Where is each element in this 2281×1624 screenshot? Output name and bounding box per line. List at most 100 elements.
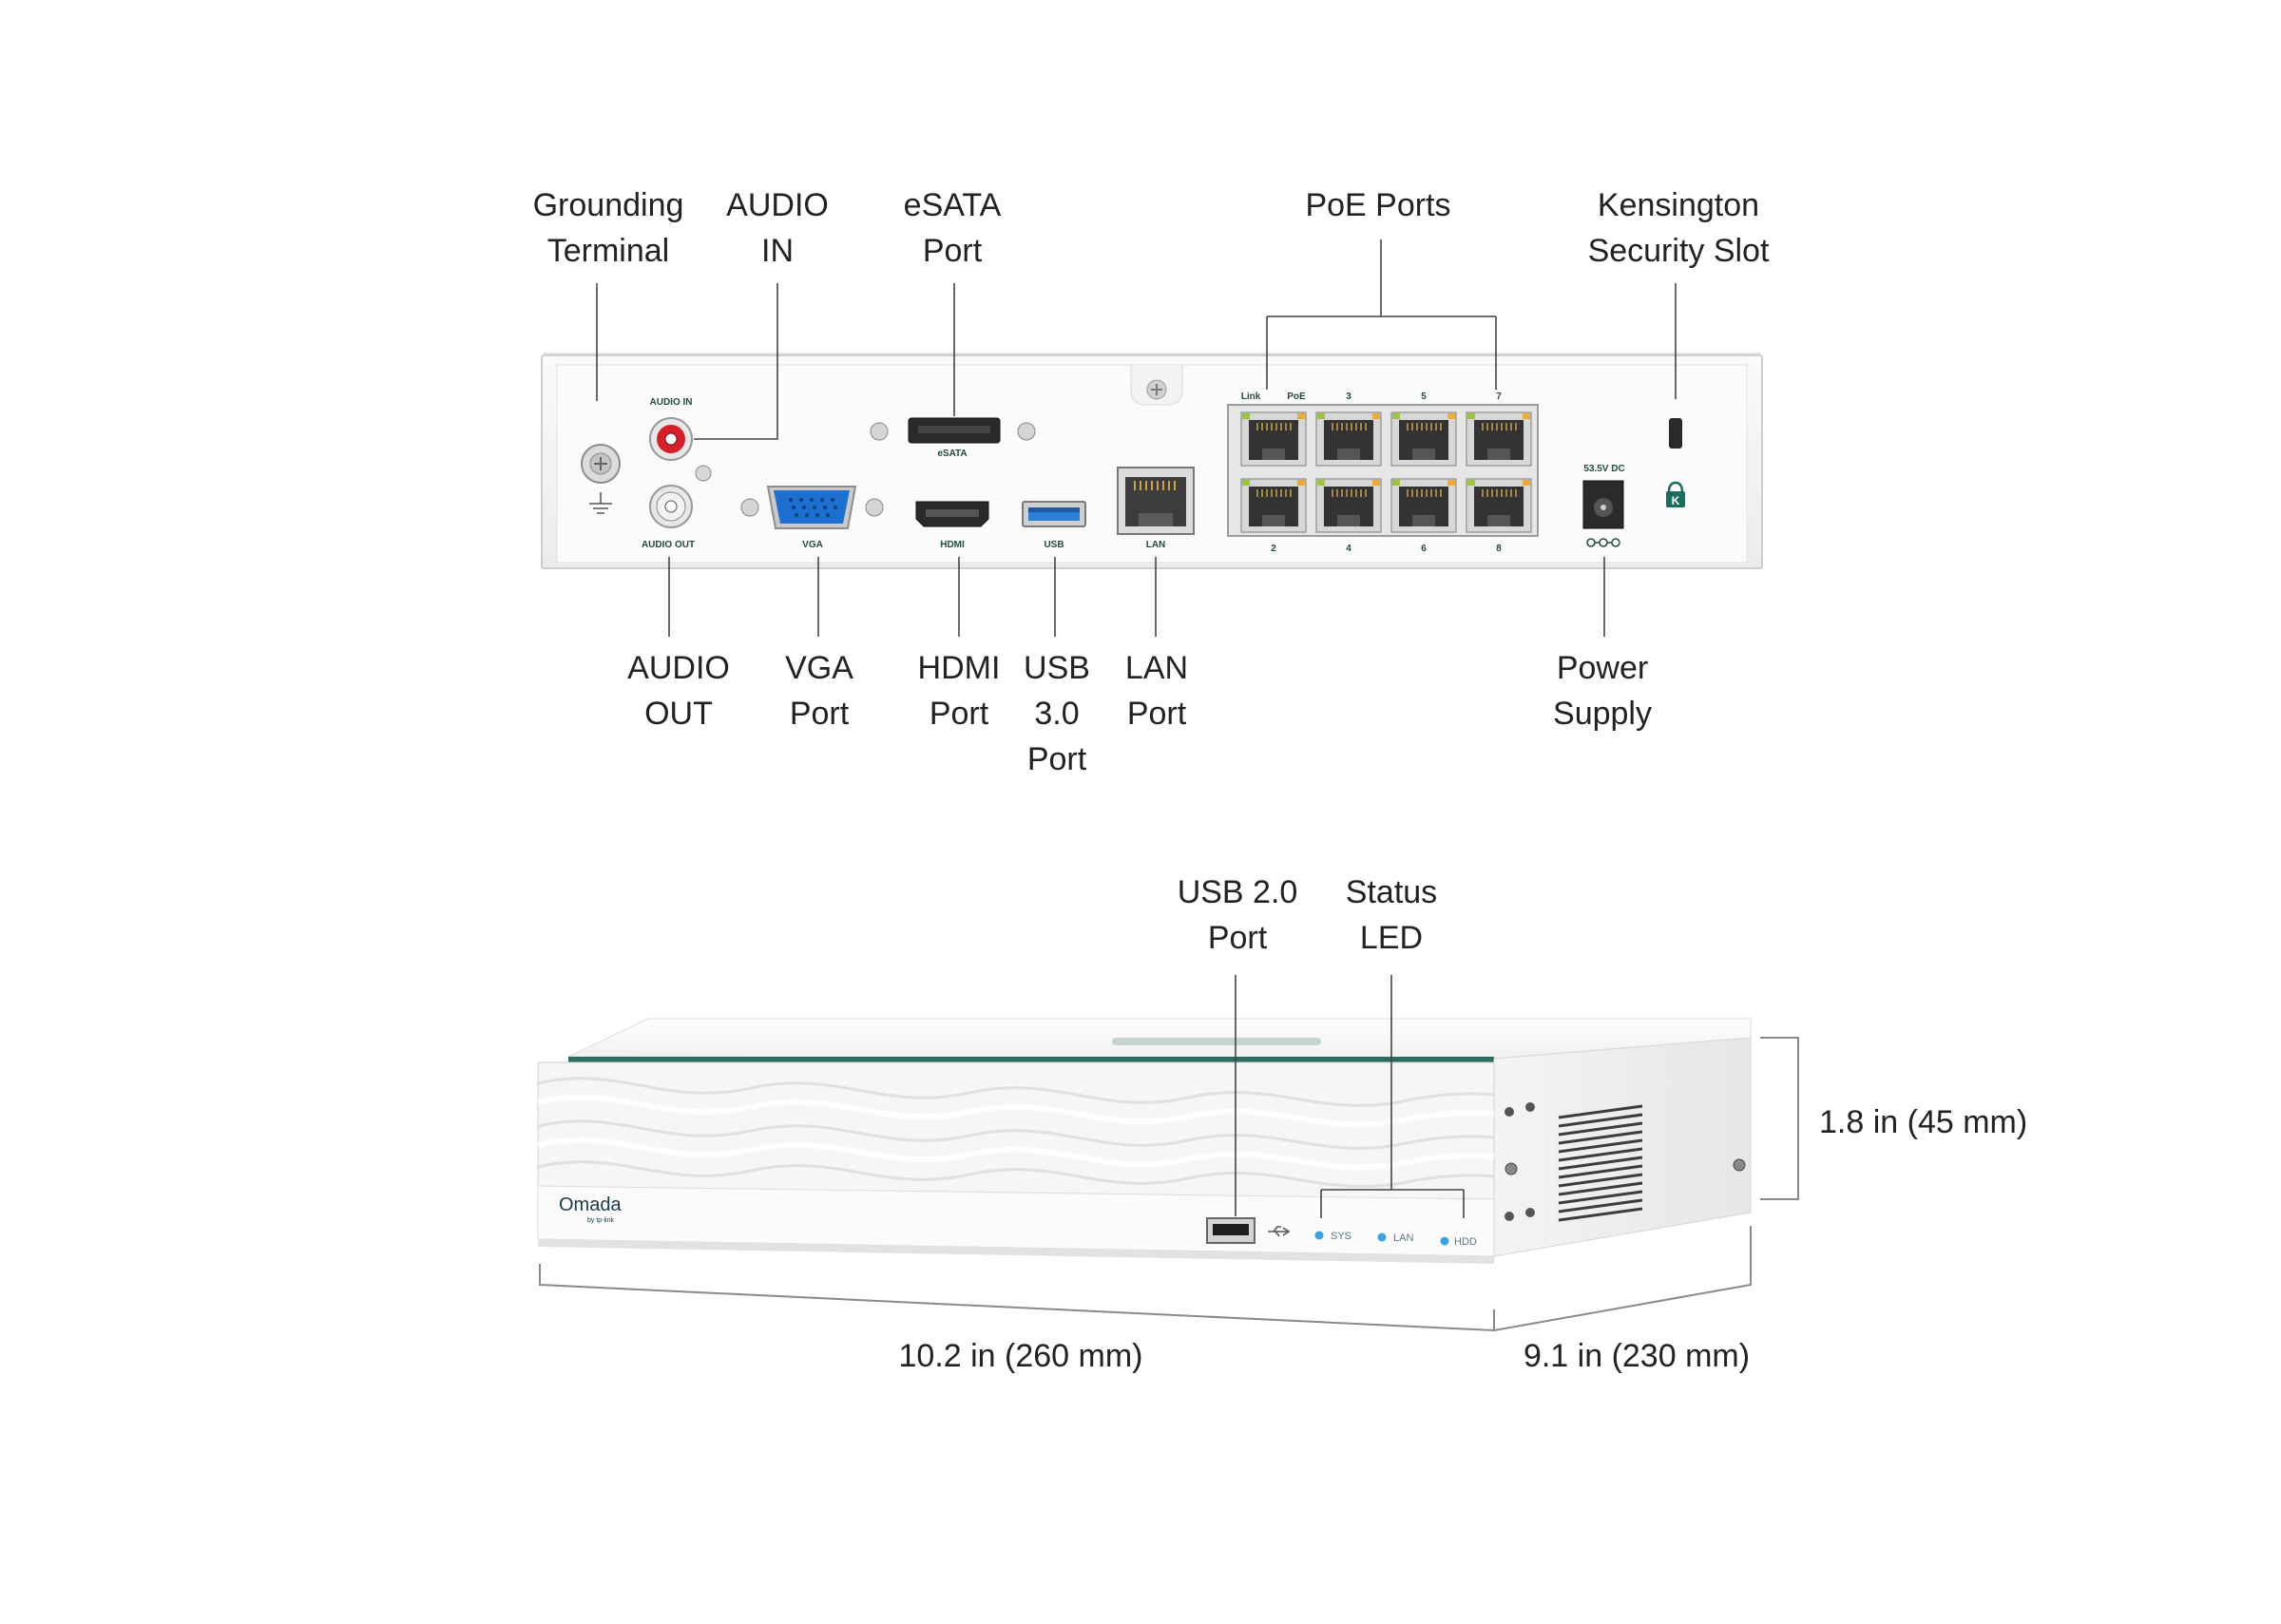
poe-top-label: PoE	[1287, 392, 1306, 402]
poe-port	[1466, 478, 1532, 533]
vent-slat	[1558, 1207, 1643, 1222]
led-sys-label: SYS	[1331, 1231, 1351, 1242]
callout-text-line: Port	[1027, 741, 1087, 777]
grounding-terminal	[581, 444, 621, 484]
hdmi-connector	[915, 501, 989, 527]
front-view-device: Omada by tp-link SYS LAN HDD	[537, 1018, 1752, 1264]
dimension-height-label: 1.8 in (45 mm)	[1819, 1104, 2027, 1140]
esata-panel-label: eSATA	[937, 449, 967, 459]
lan-panel-label: LAN	[1146, 540, 1166, 550]
poe-ports-group	[1240, 411, 1532, 533]
callout-audio-out: AUDIO OUT	[627, 557, 730, 732]
audio-in-panel-label: AUDIO IN	[650, 397, 693, 408]
callout-usb3-port: USB 3.0 Port	[1024, 557, 1090, 777]
dc-polarity-icon	[1586, 538, 1620, 547]
callout-usb2-port: USB 2.0 Port	[1178, 874, 1298, 1216]
callout-text-line: Supply	[1553, 696, 1652, 732]
side-panel	[1493, 1037, 1752, 1257]
brand-sub-logo: by tp-link	[587, 1217, 615, 1224]
audio-in-jack	[649, 417, 693, 461]
usb2-connector	[1206, 1217, 1256, 1244]
kensington-lock-icon: K	[1666, 481, 1685, 507]
poe-bottom-label: 6	[1421, 544, 1427, 554]
poe-bottom-labels: 2 4 6 8	[1271, 544, 1502, 554]
brand-logo: Omada	[559, 1194, 622, 1215]
vent-slat	[1558, 1190, 1643, 1205]
screw-icon	[695, 465, 712, 482]
vga-panel-label: VGA	[802, 540, 823, 550]
kensington-slot	[1669, 418, 1682, 449]
rear-callouts: Grounding Terminal AUDIO IN eSATA Port P…	[533, 187, 1770, 777]
callout-hdmi-port: HDMI Port	[918, 557, 1001, 732]
rear-panel: AUDIO IN AUDIO OUT	[541, 353, 1763, 569]
callout-text-line: Power	[1557, 650, 1648, 686]
poe-bottom-label: 4	[1346, 544, 1351, 554]
vent-slat	[1558, 1181, 1643, 1196]
usb-panel-label: USB	[1044, 540, 1064, 550]
dimension-depth: 9.1 in (230 mm)	[1493, 1226, 1752, 1374]
led-lan: LAN	[1377, 1232, 1413, 1244]
callout-text-line: Status	[1346, 874, 1437, 910]
callout-kensington-slot: Kensington Security Slot	[1588, 187, 1770, 399]
poe-top-label: 5	[1421, 392, 1427, 402]
vent-slat	[1558, 1121, 1643, 1137]
side-vent	[1558, 1104, 1643, 1222]
teal-trim	[568, 1057, 1494, 1062]
callout-text-line: VGA	[785, 650, 853, 686]
svg-text:K: K	[1672, 494, 1680, 507]
poe-port	[1315, 411, 1382, 467]
poe-port	[1240, 411, 1307, 467]
callout-text-line: USB	[1024, 650, 1090, 686]
callout-esata-port: eSATA Port	[904, 187, 1002, 416]
vga-connector	[766, 486, 857, 529]
usb-symbol-icon	[1268, 1226, 1291, 1237]
callout-poe-ports: PoE Ports	[1266, 187, 1497, 390]
callout-text-line: Grounding	[533, 187, 684, 223]
audio-out-panel-label: AUDIO OUT	[642, 540, 695, 550]
callout-text-line: Port	[1127, 696, 1187, 732]
led-hdd: HDD	[1440, 1236, 1477, 1248]
audio-out-jack	[649, 485, 693, 528]
poe-port	[1390, 478, 1457, 533]
top-logo-emboss	[1112, 1038, 1321, 1045]
callout-power-supply: Power Supply	[1553, 557, 1652, 732]
callout-text-line: eSATA	[904, 187, 1002, 223]
vent-slat	[1558, 1138, 1643, 1154]
poe-bottom-label: 8	[1496, 544, 1502, 554]
led-lan-label: LAN	[1393, 1232, 1413, 1244]
dc-power-jack	[1582, 480, 1624, 529]
power-rating-label: 53.5V DC	[1583, 464, 1624, 474]
poe-port	[1240, 478, 1307, 533]
esata-connector	[908, 417, 1001, 444]
ground-symbol-icon	[589, 492, 612, 514]
led-sys: SYS	[1314, 1231, 1351, 1242]
callout-text-line: Kensington	[1598, 187, 1759, 223]
callout-grounding-terminal: Grounding Terminal	[533, 187, 684, 401]
callout-text-line: Port	[923, 233, 983, 269]
callout-text-line: OUT	[644, 696, 713, 732]
callout-text-line: USB 2.0	[1178, 874, 1298, 910]
callout-audio-in: AUDIO IN	[694, 187, 829, 440]
vent-slat	[1558, 1173, 1643, 1188]
poe-bottom-label: 2	[1271, 544, 1276, 554]
callout-text-line: 3.0	[1034, 696, 1079, 732]
poe-top-label: Link	[1241, 392, 1261, 402]
vent-slat	[1558, 1113, 1643, 1128]
front-callouts: USB 2.0 Port Status LED	[1178, 874, 1465, 1218]
callout-vga-port: VGA Port	[785, 557, 853, 732]
screw-icon	[1017, 422, 1036, 441]
led-hdd-label: HDD	[1454, 1236, 1477, 1248]
usb3-connector	[1022, 501, 1086, 527]
dimension-depth-label: 9.1 in (230 mm)	[1524, 1338, 1750, 1374]
poe-port	[1315, 478, 1382, 533]
vent-slat	[1558, 1164, 1643, 1179]
callout-text-line: AUDIO	[627, 650, 730, 686]
front-bottom-edge	[538, 1239, 1494, 1264]
dimension-height: 1.8 in (45 mm)	[1760, 1037, 2027, 1200]
poe-port	[1390, 411, 1457, 467]
callout-text-line: HDMI	[918, 650, 1001, 686]
vent-slat	[1558, 1156, 1643, 1171]
side-screw-icon	[1505, 1102, 1746, 1221]
vent-slat	[1558, 1130, 1643, 1145]
